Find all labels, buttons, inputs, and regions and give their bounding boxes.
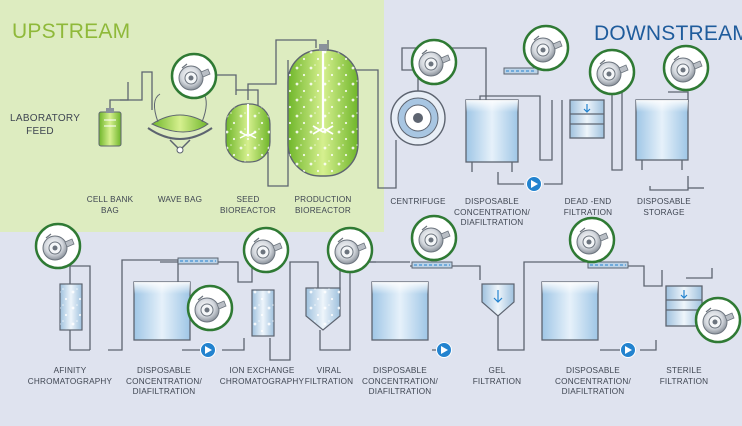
concentration-tank-3 — [371, 281, 429, 341]
label-line: ION EXCHANGE — [229, 366, 295, 375]
label-line: STORAGE — [643, 207, 685, 217]
label-concentration-3: DISPOSABLE CONCENTRATION/ DIAFILTRATION — [362, 366, 438, 398]
label-line: CONCENTRATION/ — [454, 207, 530, 217]
label-line: CELL BANK — [86, 195, 134, 204]
label-line: BAG — [101, 205, 119, 215]
pump-1 — [526, 176, 542, 192]
label-wave-bag: WAVE BAG — [158, 195, 202, 206]
label-line: VIRAL — [316, 366, 342, 375]
label-line: CONCENTRATION/ — [362, 376, 438, 386]
label-line: CHROMATOGRAPHY — [219, 376, 305, 386]
dead-end-filter — [569, 99, 605, 139]
label-line: CENTRIFUGE — [390, 197, 446, 206]
tri-clamp-fitting-icon — [410, 38, 458, 86]
affinity-column — [59, 283, 83, 331]
tri-clamp-fitting-icon — [186, 284, 234, 332]
concentration-tank-4 — [541, 281, 599, 341]
storage-tank — [635, 99, 689, 170]
membrane-cassette-4 — [587, 261, 629, 269]
laboratory-feed-label: LABORATORY FEED — [10, 112, 81, 138]
tri-clamp-fitting-icon — [326, 226, 374, 274]
label-cell-bank-bag: CELL BANK BAG — [87, 195, 134, 216]
label-line: FILTRATION — [304, 376, 354, 386]
label-line: DEAD -END — [564, 197, 612, 206]
label-line: BIOREACTOR — [294, 205, 351, 215]
label-line: DIAFILTRATION — [561, 387, 625, 396]
label-line: CONCENTRATION/ — [555, 376, 631, 386]
tri-clamp-fitting-icon — [522, 24, 570, 72]
label-viral-filtration: VIRAL FILTRATION — [305, 366, 354, 387]
label-line: DISPOSABLE — [566, 366, 620, 375]
tri-clamp-fitting-icon — [242, 226, 290, 274]
tri-clamp-fitting-icon — [34, 222, 82, 270]
label-dead-end-filtration: DEAD -END FILTRATION — [564, 197, 613, 218]
tri-clamp-fitting-icon — [568, 216, 616, 264]
label-line: SEED — [236, 195, 260, 204]
viral-filter — [305, 287, 341, 331]
pump-2 — [200, 342, 216, 358]
label-line: GEL — [488, 366, 506, 375]
label-line: CHROMATOGRAPHY — [27, 376, 113, 386]
label-line: WAVE BAG — [157, 195, 203, 204]
concentration-tank-1 — [465, 99, 519, 172]
label-concentration-1: DISPOSABLE CONCENTRATION/ DIAFILTRATION — [454, 197, 530, 229]
seed-bioreactor — [225, 103, 271, 163]
label-gel-filtration: GEL FILTRATION — [473, 366, 522, 387]
label-line: DISPOSABLE — [465, 197, 519, 206]
label-line: FILTRATION — [472, 376, 522, 386]
label-line: DIAFILTRATION — [460, 218, 524, 227]
label-disposable-storage: DISPOSABLE STORAGE — [637, 197, 691, 218]
tri-clamp-fitting-icon — [662, 44, 710, 92]
concentration-tank-2 — [133, 281, 191, 341]
label-line: DISPOSABLE — [637, 197, 691, 206]
label-concentration-4: DISPOSABLE CONCENTRATION/ DIAFILTRATION — [555, 366, 631, 398]
label-concentration-2: DISPOSABLE CONCENTRATION/ DIAFILTRATION — [126, 366, 202, 398]
label-line: PRODUCTION — [294, 195, 352, 204]
label-seed-bioreactor: SEED BIOREACTOR — [220, 195, 276, 216]
membrane-cassette-1 — [503, 67, 539, 75]
tri-clamp-fitting-icon — [694, 296, 742, 344]
cell-bank-bag — [98, 108, 122, 147]
label-line: DISPOSABLE — [373, 366, 427, 375]
label-affinity-chromatography: AFINITY CHROMATOGRAPHY — [28, 366, 112, 387]
label-line: DIAFILTRATION — [368, 387, 432, 396]
label-line: AFINITY — [53, 366, 87, 375]
downstream-title: DOWNSTREAM — [594, 22, 742, 45]
label-line: CONCENTRATION/ — [126, 376, 202, 386]
label-line: BIOREACTOR — [220, 205, 276, 215]
label-line: DIAFILTRATION — [132, 387, 196, 396]
membrane-cassette-2 — [177, 257, 219, 265]
production-bioreactor — [287, 44, 359, 177]
label-line: FILTRATION — [659, 376, 709, 386]
label-ion-exchange: ION EXCHANGE CHROMATOGRAPHY — [220, 366, 304, 387]
feed-line-1: LABORATORY — [10, 113, 81, 124]
label-sterile-filtration: STERILE FILTRATION — [660, 366, 709, 387]
centrifuge — [390, 90, 446, 146]
label-centrifuge: CENTRIFUGE — [390, 197, 445, 208]
label-line: STERILE — [666, 366, 702, 375]
tri-clamp-fitting-icon — [410, 214, 458, 262]
label-line: DISPOSABLE — [137, 366, 191, 375]
pump-3 — [436, 342, 452, 358]
ion-exchange-column — [251, 289, 275, 337]
label-line: FILTRATION — [563, 207, 613, 217]
gel-filter — [481, 283, 515, 317]
feed-line-2: FEED — [26, 126, 54, 137]
label-production-bioreactor: PRODUCTION BIOREACTOR — [294, 195, 351, 216]
upstream-title: UPSTREAM — [12, 20, 131, 43]
pump-4 — [620, 342, 636, 358]
membrane-cassette-3 — [411, 261, 453, 269]
tri-clamp-fitting-icon — [588, 48, 636, 96]
tri-clamp-fitting-icon — [170, 52, 218, 100]
connector-fittings — [34, 24, 742, 344]
